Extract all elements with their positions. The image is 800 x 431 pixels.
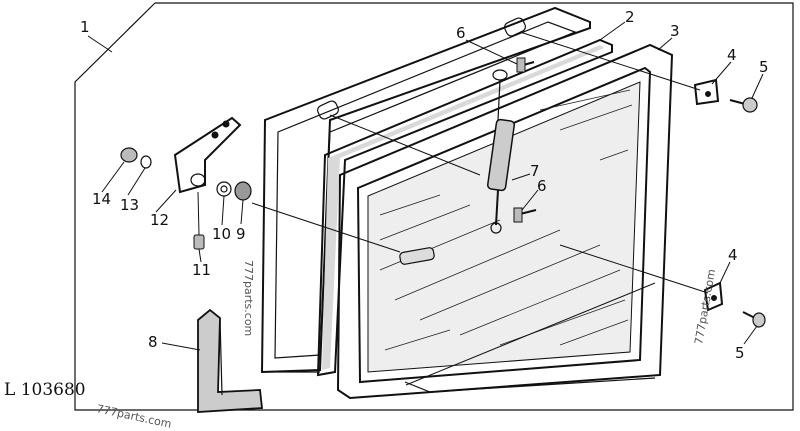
- alignment-lines: [251, 31, 709, 386]
- hinge-pin: [399, 247, 435, 265]
- callout-13: 13: [120, 196, 139, 214]
- lower-clip-and-bolt: [703, 281, 766, 328]
- seal-strip: [316, 38, 613, 377]
- callout-14: 14: [92, 190, 111, 208]
- callout-5-lower: 5: [735, 344, 745, 362]
- strut-bolts: [513, 57, 537, 223]
- callout-7: 7: [530, 162, 540, 180]
- callout-1: 1: [80, 18, 90, 36]
- callout-3: 3: [670, 22, 680, 40]
- callout-9: 9: [236, 225, 246, 243]
- assembly-outline: [74, 2, 794, 411]
- callout-4-lower: 4: [728, 246, 738, 264]
- gas-strut: [486, 69, 516, 234]
- callout-labels: 1 2 3 4 5 6 7 6 4 5 8 9 10 11 12 13 14: [80, 8, 769, 362]
- callout-5-upper: 5: [759, 58, 769, 76]
- callout-12: 12: [150, 211, 169, 229]
- reference-code: L 103680: [4, 380, 86, 400]
- weatherstrip: [197, 308, 263, 413]
- glass-frame: [336, 43, 674, 400]
- hinge-bracket-assembly: [120, 116, 252, 250]
- callout-4-upper: 4: [727, 46, 737, 64]
- upper-clip-and-bolt: [693, 78, 758, 113]
- rear-frame: [260, 6, 591, 374]
- callout-leaders: [87, 21, 764, 351]
- callout-8: 8: [148, 333, 158, 351]
- watermark-bottom-left: 777parts.com: [95, 402, 172, 431]
- callout-10: 10: [212, 225, 231, 243]
- callout-6-lower: 6: [537, 177, 547, 195]
- callout-11: 11: [192, 261, 211, 279]
- callout-2: 2: [625, 8, 635, 26]
- callout-6-upper: 6: [456, 24, 466, 42]
- watermark-frame: 777parts.com: [242, 260, 255, 336]
